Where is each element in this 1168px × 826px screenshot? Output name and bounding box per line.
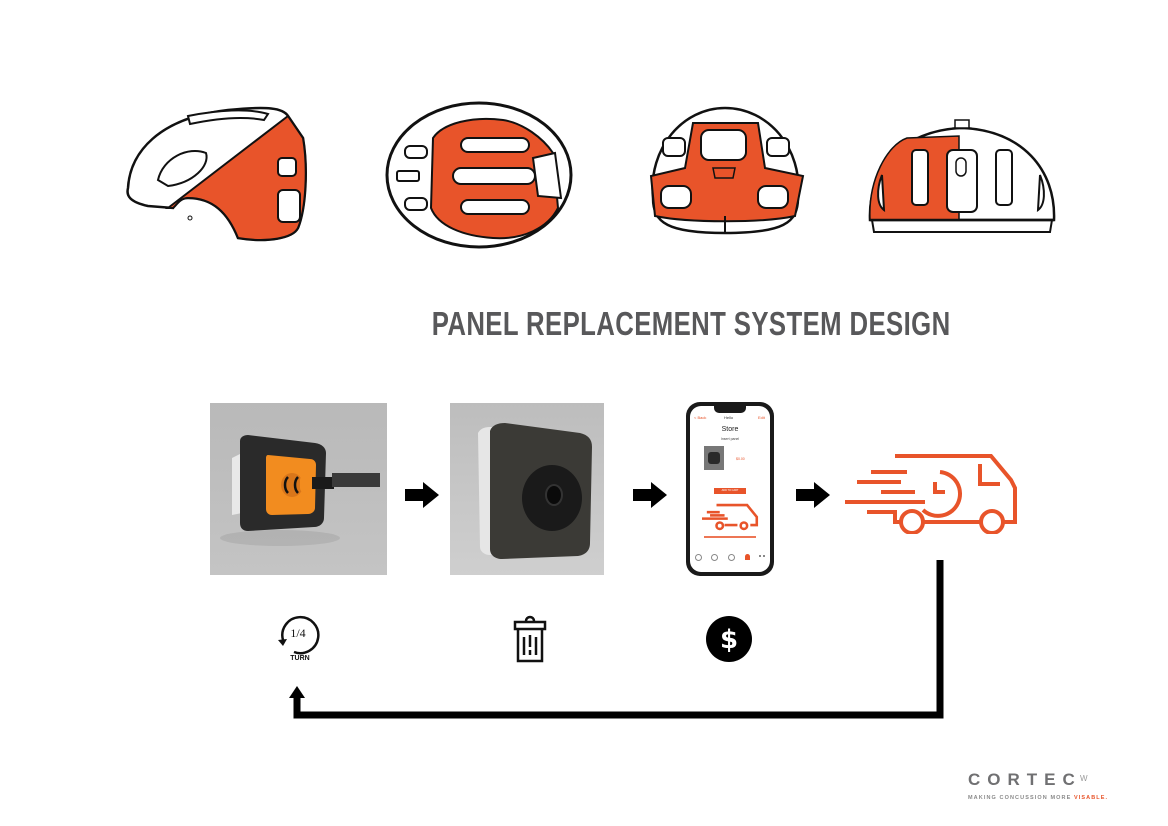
tagline-prefix: MAKING CONCUSSION MORE (968, 795, 1074, 801)
helmet-top-view (385, 101, 573, 249)
helmet-front-view (649, 106, 805, 235)
helmet-side-view (126, 106, 307, 242)
arrow-right-icon (796, 482, 830, 508)
delivery-truck-icon (845, 454, 1017, 534)
add-to-cart-button[interactable]: ADD TO CART (714, 488, 746, 494)
loop-back-arrow (289, 560, 944, 719)
phone-truck-icon (702, 503, 759, 531)
helmet-rear-view (868, 119, 1056, 233)
foam-panel-render (450, 403, 604, 575)
store-subtitle: Insert panel (720, 437, 740, 441)
phone-tab-bar (690, 550, 770, 564)
tab-search[interactable] (711, 553, 719, 561)
tab-profile[interactable] (744, 554, 750, 560)
brand-tagline: MAKING CONCUSSION MORE VISABLE. (968, 795, 1108, 801)
tab-more[interactable] (759, 555, 766, 559)
back-link[interactable]: < Back (694, 415, 707, 420)
dollar-icon: $ (706, 616, 752, 662)
tab-device[interactable] (727, 553, 735, 561)
quarter-turn-icon: 1/4 (278, 615, 320, 655)
arrow-right-icon (633, 482, 667, 508)
tagline-highlight: VISABLE. (1073, 795, 1109, 801)
trash-icon (513, 615, 547, 663)
brand-logo: CORTEC (968, 770, 1082, 789)
panel-with-key-render (210, 403, 387, 575)
quarter-turn-text: 1/4 (290, 626, 305, 640)
phone-header: Hello (724, 415, 734, 420)
brand-mark: W (1080, 774, 1088, 783)
edit-link[interactable]: Edit (758, 415, 765, 420)
turn-label: TURN (290, 655, 310, 662)
phone-store-app: < Back Hello Edit Store Insert panel $0.… (686, 402, 774, 576)
page-title: PANEL REPLACEMENT SYSTEM DESIGN (431, 305, 951, 342)
arrow-right-icon (405, 482, 439, 508)
store-title: Store (721, 426, 739, 433)
product-price: $0.00 (736, 457, 745, 461)
tab-home[interactable] (694, 553, 702, 561)
dollar-sign: $ (720, 625, 738, 655)
